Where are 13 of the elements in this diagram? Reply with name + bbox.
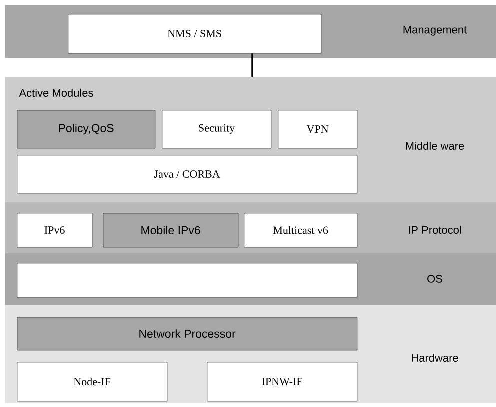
module-box: IPv6 <box>17 213 93 248</box>
module-box: Network Processor <box>17 317 358 351</box>
module-box: VPN <box>278 110 358 149</box>
module-box: IPNW-IF <box>207 362 358 402</box>
module-box: Mobile IPv6 <box>103 213 239 248</box>
module-box: NMS / SMS <box>68 14 322 54</box>
module-box: Node-IF <box>17 362 168 402</box>
empty-box <box>17 263 358 298</box>
module-box: Policy,QoS <box>17 110 156 149</box>
connector-line <box>252 54 254 77</box>
module-box: Security <box>162 110 272 149</box>
module-box: Java / CORBA <box>17 155 358 194</box>
module-box: Multicast v6 <box>244 213 358 248</box>
